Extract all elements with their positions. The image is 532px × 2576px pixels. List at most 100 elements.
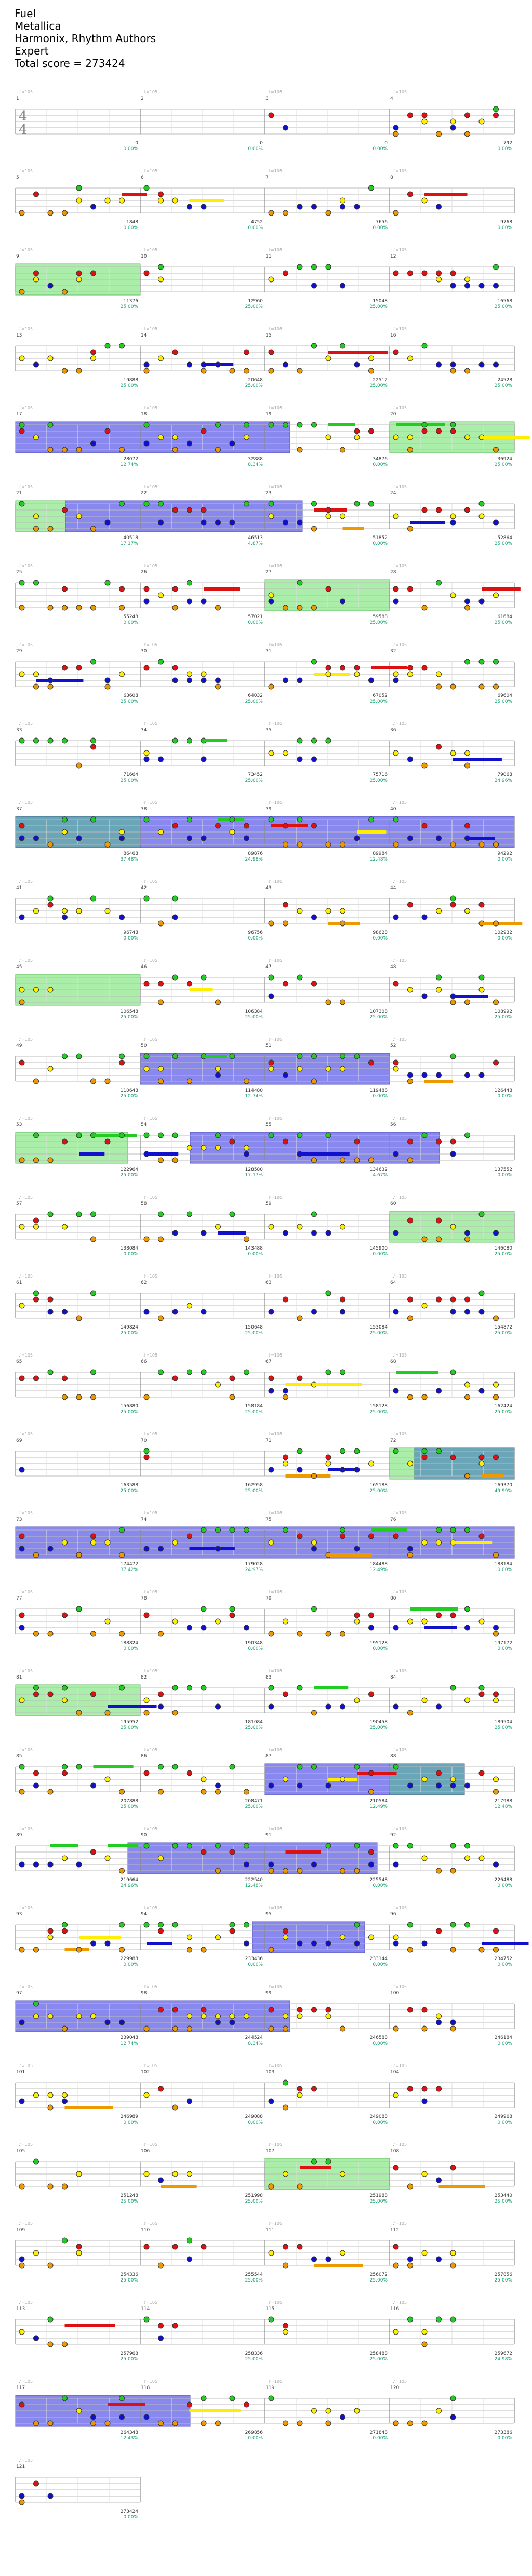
note-blue [354,835,360,841]
tempo-marker: ♪=105 [19,90,33,95]
note-blue [436,361,442,368]
measure-score: 40518 [123,535,138,541]
tempo-marker: ♪=105 [143,406,157,410]
measure-score: 156880 [121,1404,139,1409]
note-orange [450,2262,456,2269]
measure-score: 255544 [245,2272,263,2277]
measure-sp-percent: 25.00% [495,462,513,467]
measure-number: 86 [141,1754,147,1759]
note-blue [464,1072,470,1078]
measure-number: 99 [265,1991,272,1996]
note-red [33,1691,39,1697]
note-green [268,501,274,507]
sustain-orange [161,2185,197,2188]
note-blue [354,204,360,210]
measure-number: 82 [141,1675,147,1680]
note-red [464,112,470,118]
note-yellow [421,1303,428,1309]
tempo-marker: ♪=105 [19,564,33,568]
measure-score: 138084 [121,1246,139,1251]
note-red [158,191,164,197]
note-green [493,264,499,270]
measure-score: 106548 [121,1009,139,1014]
note-green [340,1369,345,1375]
sustain-green [410,1607,458,1611]
measure-sp-percent: 17.17% [121,541,139,546]
note-yellow [393,1934,399,1940]
measure-score: 106384 [245,1009,263,1014]
measure-sp-percent: 25.00% [245,2199,263,2204]
measure-number: 39 [265,807,272,812]
measure-sp-percent: 25.00% [370,2357,388,2362]
note-red [33,270,39,276]
measure-number: 8 [390,175,393,180]
measure-number: 92 [390,1833,396,1838]
note-yellow [76,2171,82,2177]
note-yellow [450,1224,456,1230]
note-orange [172,1157,178,1163]
note-orange [421,2341,428,2347]
measure-number: 71 [265,1438,271,1443]
measure-number: 63 [265,1280,271,1285]
note-red [143,981,150,987]
note-orange [493,841,499,848]
note-red [104,1138,111,1145]
note-orange [436,131,442,137]
note-blue [297,1940,303,1947]
note-red [172,2007,178,2013]
measure-sp-percent: 12.48% [370,857,388,862]
note-blue [172,914,178,920]
note-blue [19,2493,25,2499]
note-orange [33,526,39,532]
note-orange [201,1789,207,1795]
measure-sp-percent: 25.00% [495,699,513,704]
note-red [283,1691,288,1697]
tempo-marker: ♪=105 [143,1195,157,1200]
note-orange [215,999,221,1005]
note-red [368,1849,374,1855]
note-yellow [325,2013,331,2019]
note-orange [62,368,68,374]
note-blue [172,1230,178,1236]
measure-sp-percent: 25.00% [370,1015,388,1020]
note-yellow [297,1224,303,1230]
note-orange [33,1157,39,1163]
note-green [143,2316,150,2323]
note-yellow [436,671,442,677]
note-orange [187,1078,192,1084]
note-red [201,507,207,513]
note-green [33,2001,39,2007]
note-blue [201,677,207,683]
measure-score: 153084 [370,1325,388,1330]
note-yellow [421,197,428,204]
note-green [436,974,442,981]
note-orange [478,683,485,690]
note-green [297,1685,303,1691]
note-blue [47,677,54,683]
note-red [158,2086,164,2092]
note-green [172,1132,178,1138]
note-yellow [464,434,470,440]
measure-score: 189504 [495,1720,513,1725]
note-orange [76,1947,82,1953]
note-green [76,1606,82,1612]
note-orange [62,2183,68,2190]
sustain-red [64,2324,115,2327]
measure-number: 61 [16,1280,22,1285]
note-red [493,1928,499,1934]
measure-sp-percent: 0.00% [248,225,263,231]
note-yellow [119,829,125,835]
measure-score: 73452 [248,772,263,777]
tempo-marker: ♪=105 [143,958,157,963]
note-orange [62,1394,68,1400]
measure-number: 17 [16,412,22,417]
note-green [325,1369,331,1375]
note-yellow [464,1697,470,1703]
note-red [215,823,221,829]
sustain-red [342,351,388,354]
measure-number: 11 [265,254,271,259]
note-orange [172,2025,178,2032]
tempo-marker: ♪=105 [268,721,282,726]
measure-sp-percent: 25.00% [245,1804,263,1809]
measure-score: 143488 [245,1246,263,1251]
